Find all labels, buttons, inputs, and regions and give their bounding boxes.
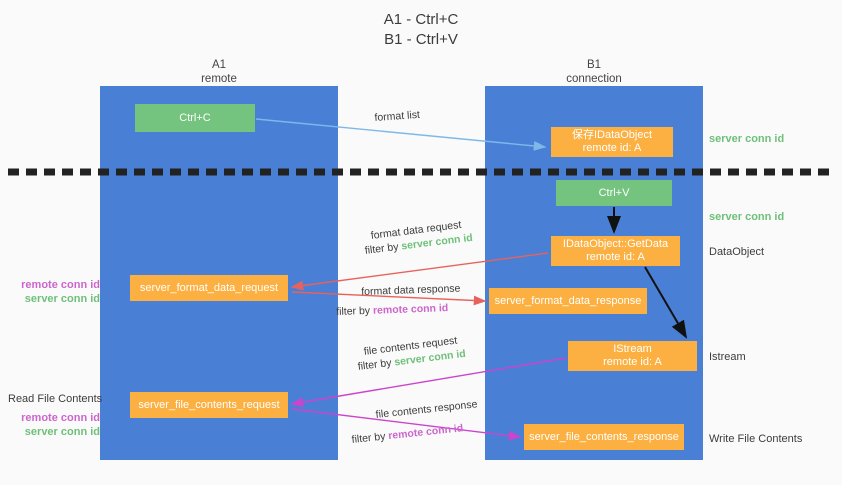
box-istream-line1: IStream xyxy=(613,343,652,355)
remote-conn-id-text-1: remote conn id xyxy=(372,302,449,317)
annotation-file-contents-response: file contents response xyxy=(375,398,478,421)
lane-header-b1: B1 connection xyxy=(485,58,703,86)
lane-a1-name: A1 xyxy=(211,59,227,71)
title-line-2: B1 - Ctrl+V xyxy=(384,31,458,48)
label-remote-conn-id-lower: remote conn id xyxy=(21,412,100,424)
lane-b1-sub: connection xyxy=(566,73,622,85)
box-istream[interactable]: IStream remote id: A xyxy=(568,341,697,371)
label-write-file-contents: Write File Contents xyxy=(709,433,803,445)
box-ctrl-v[interactable]: Ctrl+V xyxy=(556,180,672,206)
filter-by-text-3: filter by xyxy=(357,356,396,373)
filter-by-text-1: filter by xyxy=(364,240,403,257)
label-conn-ids-upper: remote conn id server conn id xyxy=(8,278,100,306)
box-server-format-data-response[interactable]: server_format_data_response xyxy=(489,288,647,314)
box-file-req-label: server_file_contents_request xyxy=(138,398,280,411)
annotation-format-list: format list xyxy=(374,108,421,124)
annotation-format-data-response: format data response xyxy=(361,282,461,298)
label-server-conn-id-mid: server conn id xyxy=(709,211,785,223)
label-conn-ids-lower: remote conn id server conn id xyxy=(8,411,100,439)
box-ctrl-v-label: Ctrl+V xyxy=(598,186,630,199)
label-server-conn-id-upper: server conn id xyxy=(24,293,100,305)
box-ctrl-c-label: Ctrl+C xyxy=(179,111,211,124)
lane-a1-sub: remote xyxy=(201,73,237,85)
box-istream-line2: remote id: A xyxy=(603,356,662,368)
box-idataobject-getdata[interactable]: IDataObject::GetData remote id: A xyxy=(551,236,680,266)
box-fmt-res-label: server_format_data_response xyxy=(494,294,642,307)
filter-by-text-2: filter by xyxy=(336,304,374,318)
remote-conn-id-text-2: remote conn id xyxy=(387,422,464,443)
page-title: A1 - Ctrl+C B1 - Ctrl+V xyxy=(0,10,842,50)
box-server-file-contents-request[interactable]: server_file_contents_request xyxy=(130,392,288,418)
box-save-idataobject-line2: remote id: A xyxy=(582,142,642,154)
lane-b1-name: B1 xyxy=(586,59,602,71)
label-server-conn-id-lower: server conn id xyxy=(24,426,100,438)
label-read-file-contents: Read File Contents xyxy=(8,393,103,405)
label-istream: Istream xyxy=(709,351,746,363)
box-file-res-label: server_file_contents_response xyxy=(529,430,679,443)
box-getdata-line1: IDataObject::GetData xyxy=(562,238,669,250)
box-fmt-req-label: server_format_data_request xyxy=(139,281,279,294)
box-ctrl-c[interactable]: Ctrl+C xyxy=(135,104,255,132)
label-dataobject: DataObject xyxy=(709,246,765,258)
annotation-filter-by-remote-2: filter by remote conn id xyxy=(351,421,464,447)
box-server-file-contents-response[interactable]: server_file_contents_response xyxy=(524,424,684,450)
label-server-conn-id-top: server conn id xyxy=(709,133,785,145)
box-getdata-line2: remote id: A xyxy=(586,251,645,263)
lane-header-a1: A1 remote xyxy=(100,58,338,86)
box-save-idataobject-line1: 保存IDataObject xyxy=(571,129,653,141)
title-line-1: A1 - Ctrl+C xyxy=(383,11,459,28)
box-server-format-data-request[interactable]: server_format_data_request xyxy=(130,275,288,301)
box-save-idataobject[interactable]: 保存IDataObject remote id: A xyxy=(551,127,673,157)
label-remote-conn-id-upper: remote conn id xyxy=(21,279,100,291)
filter-by-text-4: filter by xyxy=(351,430,389,446)
annotation-filter-by-remote-1: filter by remote conn id xyxy=(336,301,448,319)
